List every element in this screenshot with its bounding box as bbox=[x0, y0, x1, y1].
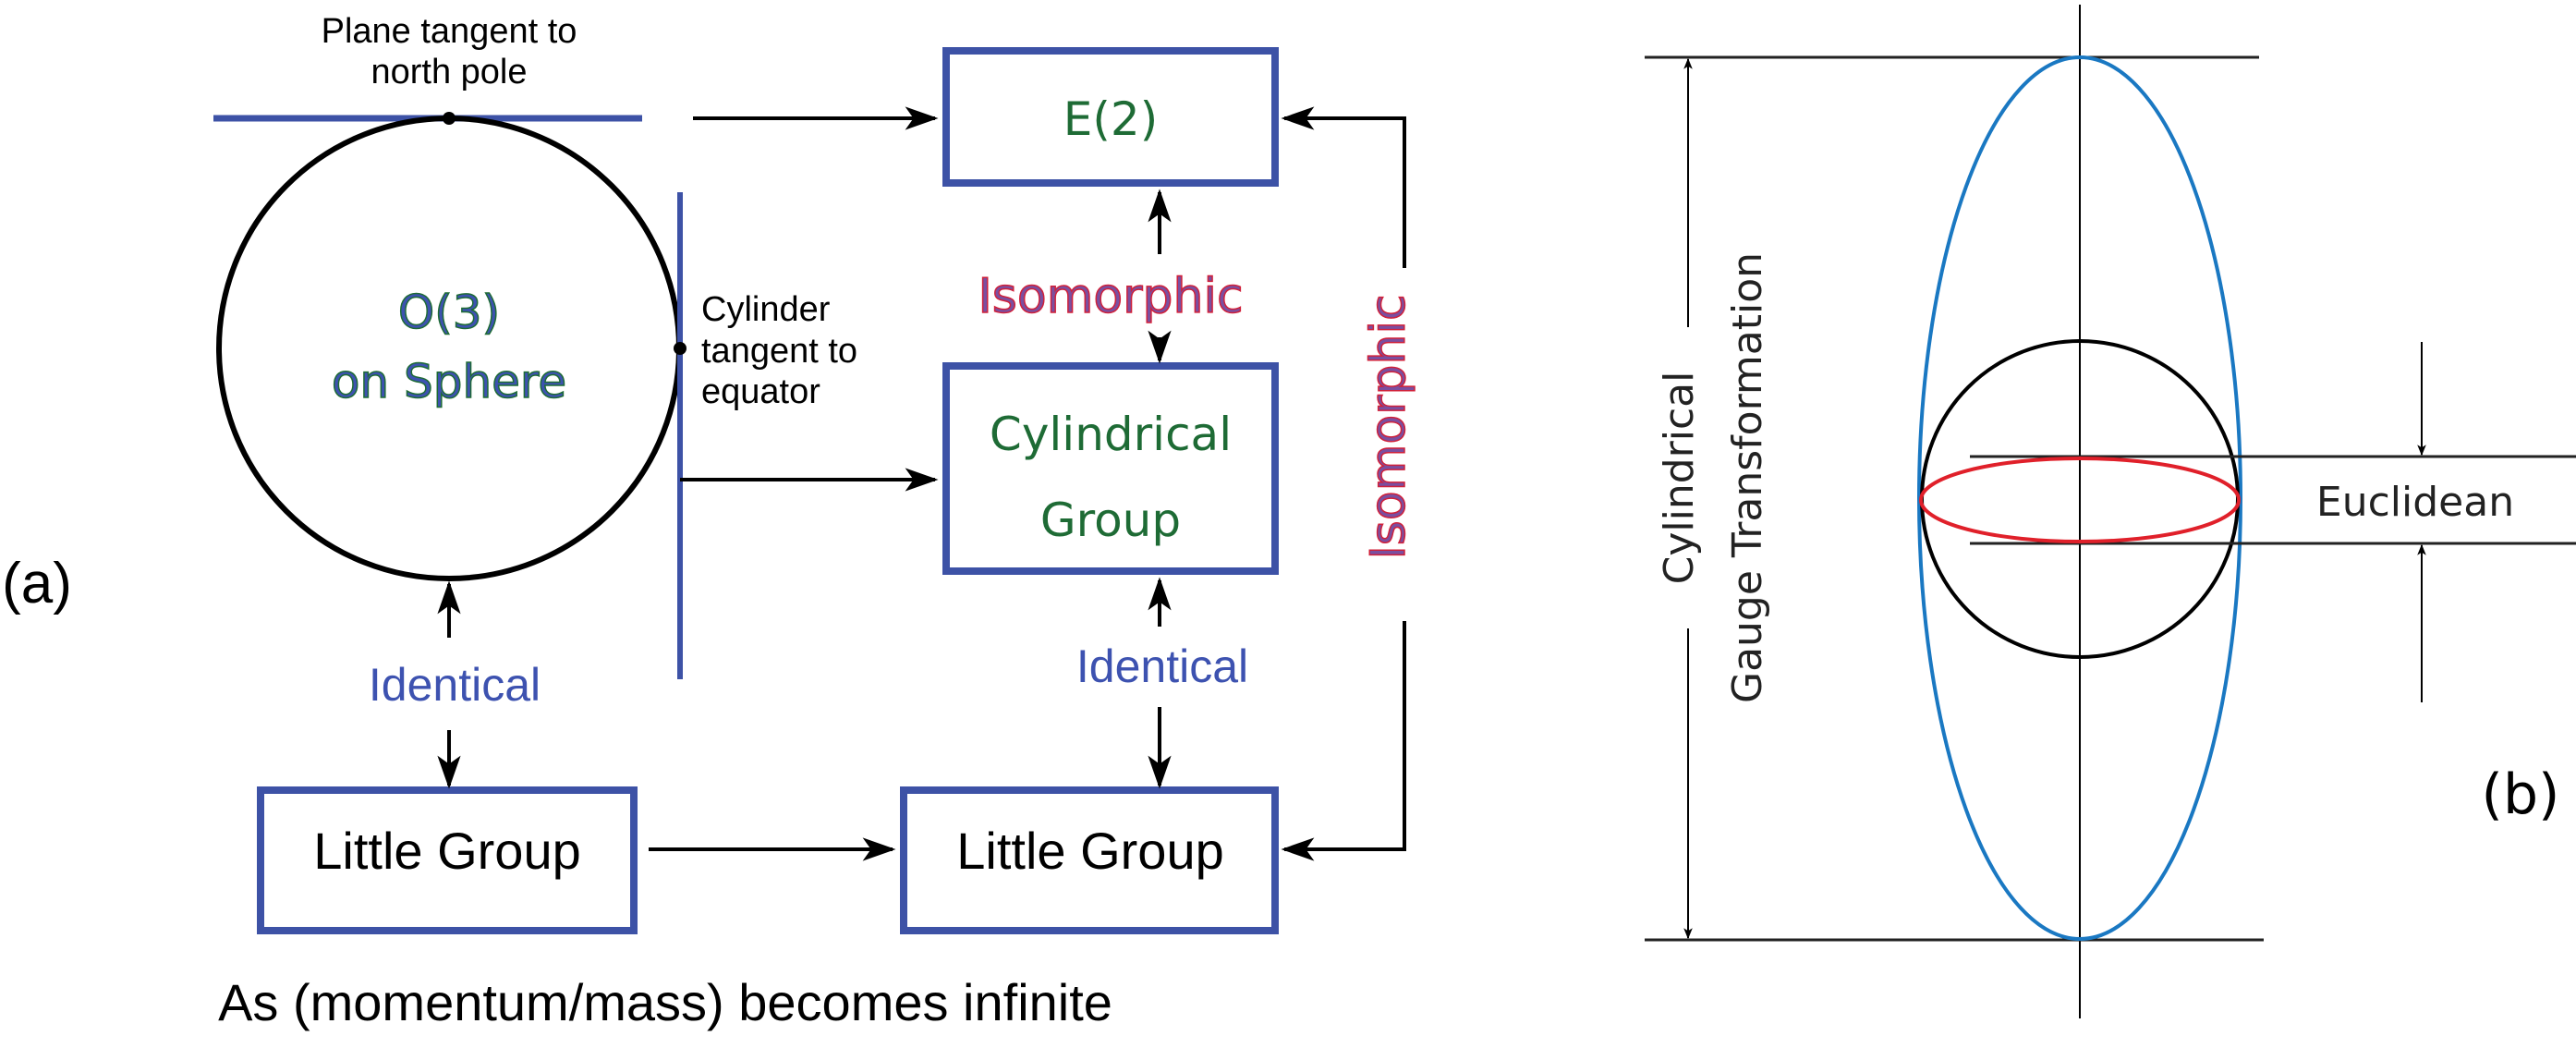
cylindrical-group-line2: Group bbox=[1040, 494, 1181, 547]
blue-ellipse bbox=[1917, 55, 2242, 941]
panel-a-label: (a) bbox=[2, 552, 72, 615]
e2-box bbox=[942, 47, 1279, 187]
cylindrical-group-box bbox=[942, 362, 1279, 575]
panel-b-label: (b) bbox=[2482, 762, 2560, 827]
equator-dot bbox=[674, 342, 687, 355]
little-group-right-box bbox=[900, 786, 1279, 934]
euclidean-label: Euclidean bbox=[2316, 479, 2514, 526]
little-group-left-box bbox=[257, 786, 638, 934]
sphere-label-line2: on Sphere bbox=[332, 355, 566, 408]
cylinder-label-line3: equator bbox=[701, 372, 820, 411]
e2-label: E(2) bbox=[1063, 92, 1158, 146]
isomorphic-loop-bottom-arrow bbox=[1281, 621, 1406, 861]
plane-label-line1: Plane tangent to bbox=[322, 12, 577, 51]
cylindrical-group-line1: Cylindrical bbox=[990, 408, 1232, 461]
little-group-left-label: Little Group bbox=[313, 822, 581, 880]
identical-left-label: Identical bbox=[369, 659, 541, 711]
north-pole-dot bbox=[443, 112, 456, 125]
sphere-circle bbox=[216, 116, 682, 581]
cylinder-label-line2: tangent to bbox=[701, 332, 857, 371]
caption: As (momentum/mass) becomes infinite bbox=[218, 973, 1112, 1031]
isomorphic-right-label: Isomorphic bbox=[1361, 294, 1416, 559]
little-group-right-label: Little Group bbox=[956, 822, 1224, 880]
cylinder-label-line1: Cylinder bbox=[701, 290, 831, 329]
panel-b: Euclidean Cylindrical Gauge Transformati… bbox=[1645, 5, 2576, 1018]
panel-a: (a) Plane tangent to north pole O(3) on … bbox=[2, 12, 1417, 1031]
isomorphic-loop-top-arrow bbox=[1281, 106, 1406, 268]
dimension-label-line2: Gauge Transformation bbox=[1724, 252, 1771, 703]
identical-right-label: Identical bbox=[1076, 640, 1248, 692]
isomorphic-middle-label: Isomorphic bbox=[978, 269, 1243, 324]
dimension-label-line1: Cylindrical bbox=[1656, 372, 1703, 585]
red-ellipse bbox=[1919, 457, 2241, 543]
plane-label-line2: north pole bbox=[371, 53, 527, 91]
sphere-label-line1: O(3) bbox=[398, 286, 500, 339]
